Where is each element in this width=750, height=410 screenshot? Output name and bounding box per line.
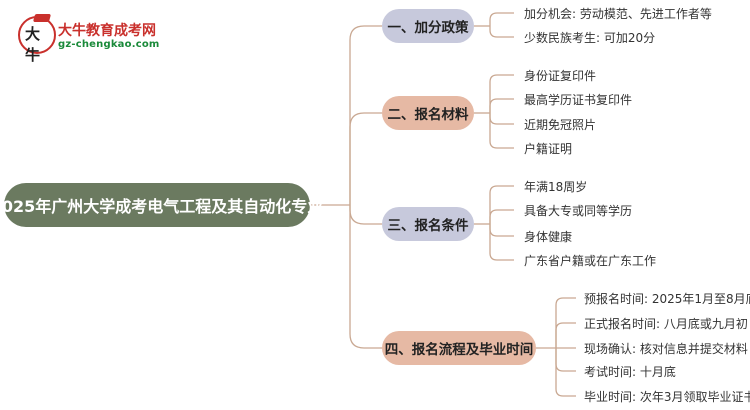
- logo-url: gz-chengkao.com: [58, 39, 160, 50]
- leaf-node: 户籍证明: [524, 142, 573, 156]
- root-node: 2025年广州大学成考电气工程及其自动化专业: [0, 183, 323, 227]
- leaf-node: 年满18周岁: [524, 180, 588, 194]
- leaf-node: 少数民族考生: 可加20分: [524, 31, 656, 45]
- site-logo[interactable]: 大牛 大牛教育成考网 gz-chengkao.com: [18, 14, 168, 64]
- leaf-node: 预报名时间: 2025年1月至8月底: [584, 292, 750, 306]
- leaf-node: 毕业时间: 次年3月领取毕业证书: [584, 390, 750, 404]
- logo-emblem-icon: 大牛: [18, 14, 56, 64]
- logo-mark-text: 大牛: [25, 25, 41, 64]
- leaf-node: 近期免冠照片: [524, 118, 597, 132]
- leaf-node: 身体健康: [524, 230, 573, 244]
- leaf-node: 身份证复印件: [524, 69, 597, 83]
- branch-node-bonus-policy: 一、加分政策: [382, 9, 474, 43]
- leaf-node: 加分机会: 劳动模范、先进工作者等: [524, 7, 712, 21]
- leaf-node: 最高学历证书复印件: [524, 93, 633, 107]
- branch-node-process-timeline: 四、报名流程及毕业时间: [382, 331, 536, 365]
- branch-node-conditions: 三、报名条件: [382, 207, 474, 241]
- logo-title: 大牛教育成考网: [58, 23, 156, 39]
- graduation-cap-icon: [32, 14, 52, 22]
- leaf-node: 考试时间: 十月底: [584, 365, 676, 379]
- leaf-node: 具备大专或同等学历: [524, 204, 633, 218]
- leaf-node: 现场确认: 核对信息并提交材料: [584, 342, 748, 356]
- leaf-node: 广东省户籍或在广东工作: [524, 254, 657, 268]
- branch-node-materials: 二、报名材料: [382, 96, 474, 130]
- leaf-node: 正式报名时间: 八月底或九月初: [584, 317, 748, 331]
